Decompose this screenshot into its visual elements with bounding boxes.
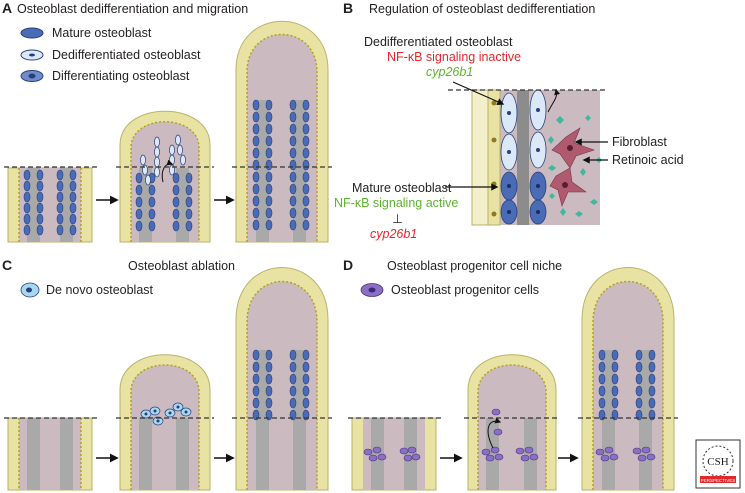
mature-osteoblast-label: Mature osteoblast [352,181,452,195]
retinoic-acid-label: Retinoic acid [612,153,684,167]
regenerate-late [581,267,675,491]
panel-a-title: Osteoblast dedifferentiation and migrati… [17,2,248,16]
panel-a-legend: Mature osteoblast Dedifferentiated osteo… [20,26,201,83]
regenerate-early [119,110,211,243]
panel-c-letter: C [2,257,12,273]
fin-ray-stump [7,417,93,491]
panel-c: C Osteoblast ablation De novo osteoblast [2,257,332,491]
inhibition-symbol: ⊥ [392,212,403,226]
nfkb-active-label: NF-κB signaling active [334,196,458,210]
panel-a: A Osteoblast dedifferentiation and migra… [2,0,332,243]
logo-text: CSH [707,456,728,468]
panel-a-letter: A [2,0,12,16]
retinoic-acid-shapes [548,115,602,217]
regenerate-late [235,20,329,243]
logo-subtext: PERSPECTIVES [701,478,736,483]
mature-osteoblast-icon [20,27,44,39]
csh-perspectives-logo: CSH PERSPECTIVES [695,439,741,489]
panel-d: D Osteoblast progenitor cell niche Osteo… [343,257,678,491]
legend-progenitor-cells: Osteoblast progenitor cells [391,283,539,297]
fibroblast-label: Fibroblast [612,135,667,149]
panel-d-title: Osteoblast progenitor cell niche [387,259,562,273]
pointer-arrow [452,81,505,105]
panel-d-legend: Osteoblast progenitor cells [360,283,539,297]
cyp26b1-bottom-label: cyp26b1 [370,227,417,241]
panel-c-title: Osteoblast ablation [128,259,235,273]
legend-differentiating-osteoblast: Differentiating osteoblast [52,69,190,83]
legend-mature-osteoblast: Mature osteoblast [52,26,152,40]
panel-b-title: Regulation of osteoblast dedifferentiati… [369,2,595,16]
fin-ray-stump [351,417,437,491]
regenerate-late [235,267,329,491]
panel-c-legend: De novo osteoblast [20,282,154,298]
regenerate-early [467,354,557,491]
nfkb-inactive-label: NF-κB signaling inactive [387,50,521,64]
cyp26b1-top-label: cyp26b1 [426,65,473,79]
legend-de-novo-osteoblast: De novo osteoblast [46,283,154,297]
tissue-section [471,89,602,226]
fin-ray-stump [7,167,93,243]
dedifferentiated-osteoblast-label: Dedifferentiated osteoblast [364,35,513,49]
panel-d-letter: D [343,257,353,273]
legend-dedifferentiated-osteoblast: Dedifferentiated osteoblast [52,48,201,62]
panel-b-letter: B [343,0,353,16]
panel-b: B Regulation of osteoblast dedifferentia… [334,0,684,241]
regenerate-early [119,354,211,491]
